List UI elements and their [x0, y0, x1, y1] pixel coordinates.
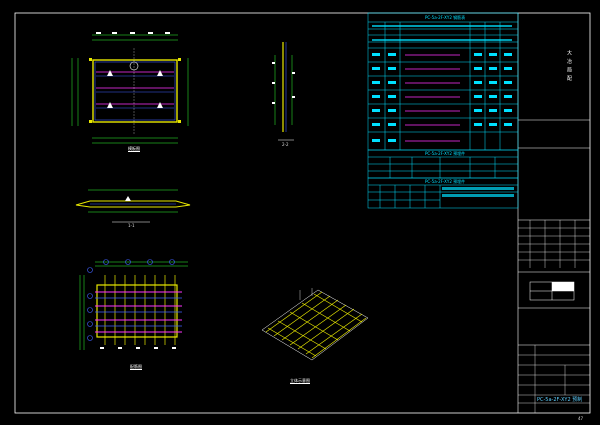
table-1-title: PC-5a-2F-XY2 钢筋表 [425, 15, 466, 20]
section-1-1-view [75, 189, 191, 223]
table-3-title: PC-5a-2F-XY2 预埋件 [425, 179, 466, 184]
rebar-plan-title: 配筋图 [130, 364, 142, 369]
isometric-view-title: 立体示意图 [290, 378, 310, 383]
section-2-2-label: 2-2 [282, 142, 289, 147]
title-block-side-text: 大 冶 局 配 [566, 50, 572, 82]
rebar-plan-view [79, 259, 188, 350]
section-2-2-view [272, 42, 295, 141]
page-number: 47 [578, 416, 584, 421]
table-2-title: PC-5a-2F-XY2 预埋件 [425, 151, 466, 156]
formwork-plan-view [71, 32, 189, 144]
outer-frame [14, 12, 591, 414]
rebar-table [367, 12, 519, 151]
drawing-number: PC-5a-2F-XY2 预制 [537, 397, 583, 403]
embedded-parts-table-2 [367, 177, 519, 209]
section-1-1-label: 1-1 [128, 223, 135, 228]
plan-view-title: 模板图 [128, 146, 140, 151]
isometric-view [261, 288, 369, 361]
